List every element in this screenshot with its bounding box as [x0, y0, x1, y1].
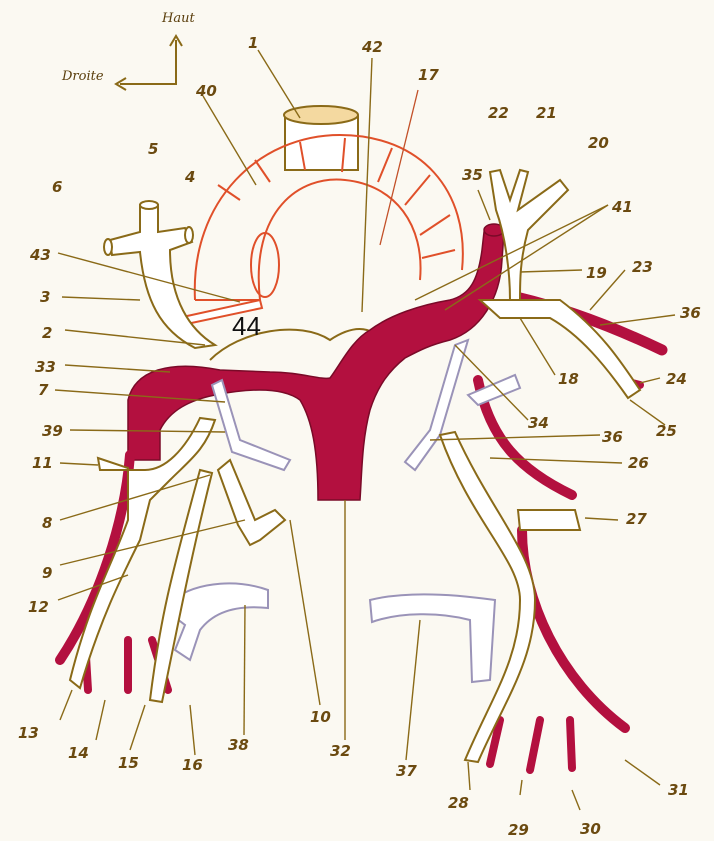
label-5: 5: [148, 140, 158, 158]
label-14: 14: [68, 744, 89, 762]
label-31: 31: [668, 781, 689, 799]
label-13: 13: [18, 724, 39, 742]
label-36b: 36: [602, 428, 623, 446]
label-9: 9: [42, 564, 52, 582]
label-6: 6: [52, 178, 62, 196]
label-26: 26: [628, 454, 649, 472]
label-25: 25: [656, 422, 677, 440]
label-19: 19: [586, 264, 607, 282]
trachea-stub: [284, 106, 358, 170]
label-39: 39: [42, 422, 63, 440]
label-33: 33: [35, 358, 56, 376]
label-36a: 36: [680, 304, 701, 322]
label-37: 37: [396, 762, 417, 780]
label-18: 18: [558, 370, 579, 388]
label-32: 32: [330, 742, 351, 760]
label-42: 42: [361, 38, 383, 56]
label-24: 24: [666, 370, 687, 388]
label-20: 20: [588, 134, 609, 152]
label-34: 34: [528, 414, 549, 432]
label-1: 1: [248, 34, 258, 52]
label-7: 7: [38, 381, 49, 399]
orientation-indicator: Haut Droite: [61, 11, 195, 90]
label-44: 44: [232, 311, 261, 341]
label-28: 28: [448, 794, 469, 812]
label-41: 41: [611, 198, 633, 216]
label-8: 8: [42, 514, 52, 532]
label-38: 38: [228, 736, 249, 754]
label-27: 27: [626, 510, 647, 528]
right-upper-veins: [104, 201, 215, 348]
up-label: Haut: [161, 11, 195, 26]
label-16: 16: [182, 756, 203, 774]
label-23: 23: [632, 258, 653, 276]
label-2: 2: [42, 324, 52, 342]
label-40: 40: [195, 82, 217, 100]
right-label: Droite: [61, 69, 104, 84]
label-29: 29: [508, 821, 529, 839]
label-21: 21: [536, 104, 557, 122]
label-10: 10: [310, 708, 331, 726]
label-30: 30: [580, 820, 601, 838]
label-3: 3: [40, 288, 50, 306]
label-12: 12: [28, 598, 49, 616]
label-43: 43: [29, 246, 51, 264]
label-35: 35: [462, 166, 483, 184]
label-15: 15: [118, 754, 139, 772]
label-11: 11: [32, 454, 53, 472]
label-17: 17: [418, 66, 439, 84]
label-4: 4: [184, 168, 195, 186]
label-22: 22: [488, 104, 509, 122]
